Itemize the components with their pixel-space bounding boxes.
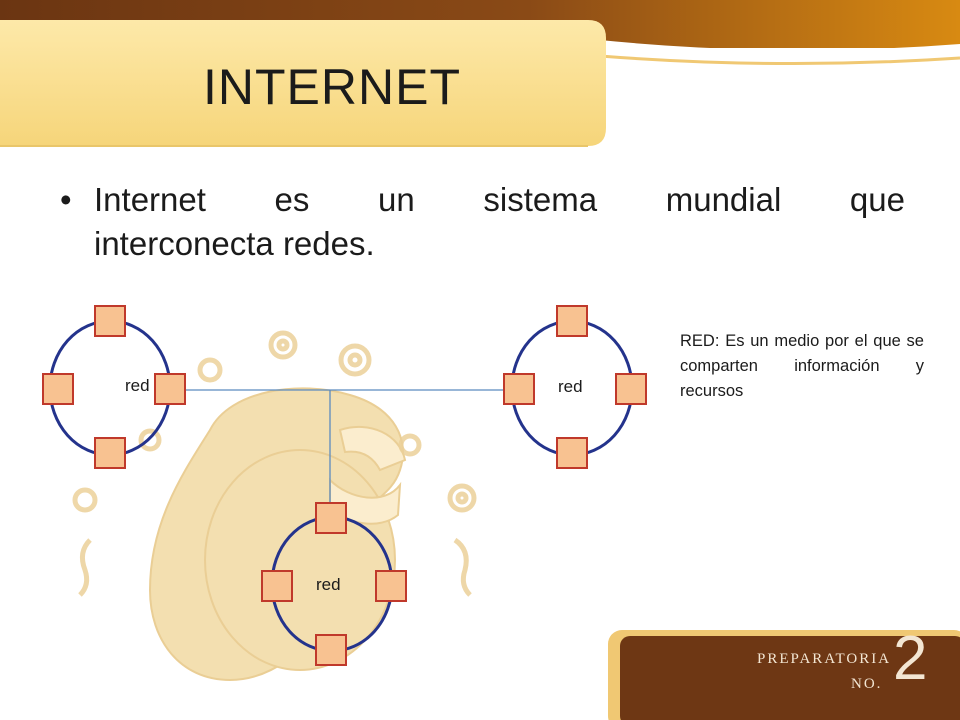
network-ring-1: [42, 305, 186, 469]
spiral-decorations: [72, 330, 477, 597]
node-square: [615, 373, 647, 405]
network-ring-3: [261, 502, 407, 666]
node-square: [261, 570, 293, 602]
network-links: [186, 389, 518, 518]
network-label-1: red: [125, 376, 150, 395]
network-ring-2: [503, 305, 647, 469]
jaguar-watermark: [148, 387, 407, 682]
title-band: [0, 0, 960, 150]
node-square: [556, 437, 588, 469]
node-square: [315, 634, 347, 666]
node-square: [503, 373, 535, 405]
footer-number: 2: [893, 624, 928, 693]
network-label-3: red: [316, 575, 341, 594]
node-square: [94, 305, 126, 337]
node-square: [315, 502, 347, 534]
bullet-line-2: interconecta redes.: [94, 225, 375, 262]
node-square: [375, 570, 407, 602]
network-label-2: red: [558, 377, 583, 396]
bullet-dot-icon: •: [60, 181, 72, 218]
footer-school-name: PREPARATORIA: [757, 651, 892, 667]
node-square: [94, 437, 126, 469]
bullet-line-1: Internet es un sistema mundial que: [94, 181, 905, 218]
footer-badge: [608, 630, 960, 720]
network-definition: RED: Es un medio por el que se comparten…: [680, 332, 924, 400]
node-square: [42, 373, 74, 405]
slide-title: INTERNET: [203, 59, 461, 115]
footer-no-label: NO.: [851, 676, 883, 692]
node-square: [154, 373, 186, 405]
node-square: [556, 305, 588, 337]
